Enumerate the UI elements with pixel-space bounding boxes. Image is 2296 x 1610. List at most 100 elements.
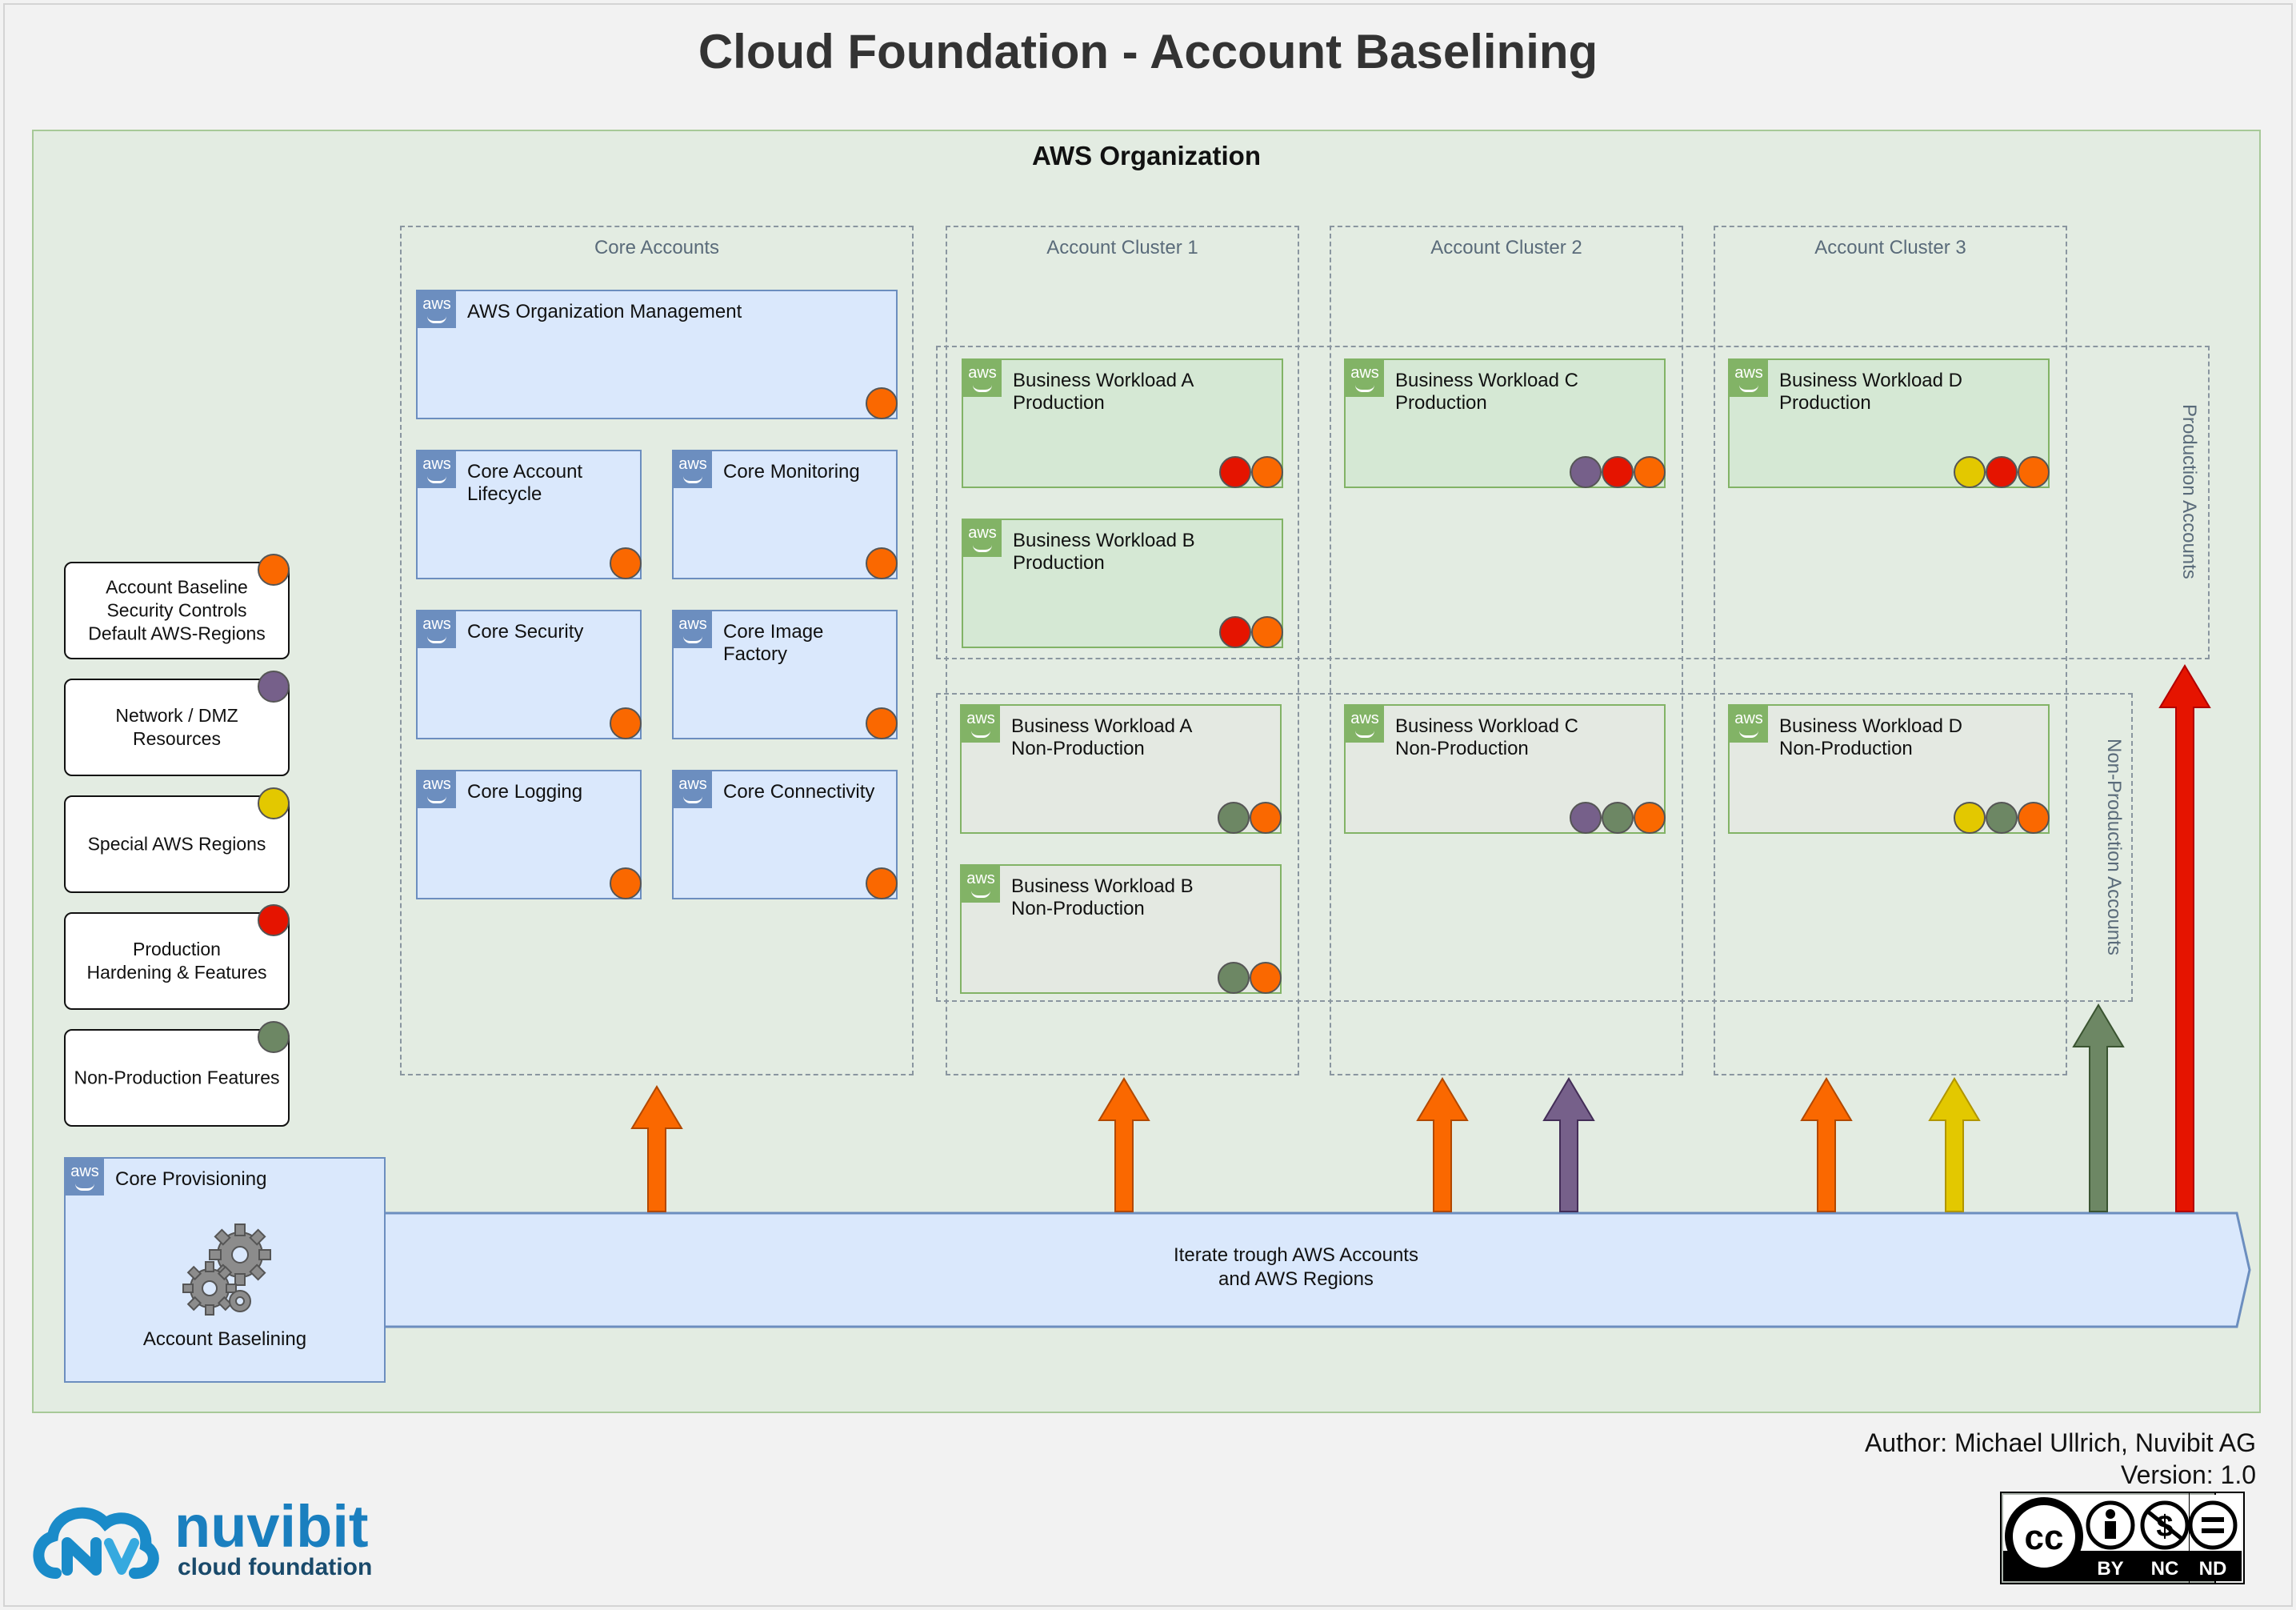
baseline-feature-dot (610, 867, 642, 899)
feature-dots (1954, 802, 2050, 834)
license-nd: ND (2199, 1558, 2227, 1580)
account-core-account-lifecycle[interactable]: aws Core Account Lifecycle (416, 450, 642, 579)
account-cluster-1-label: Account Cluster 1 (1046, 237, 1198, 258)
account-name: Core Logging (467, 781, 583, 803)
account-cluster-3-label: Account Cluster 3 (1814, 237, 1966, 258)
feature-dots (866, 387, 898, 419)
account-name: Business Workload A Non-Production (1011, 715, 1193, 759)
aws-icon: aws (418, 291, 456, 328)
account-name: Core Connectivity (723, 781, 875, 803)
baseline-feature-dot (2018, 802, 2050, 834)
feature-dots (1218, 962, 1282, 994)
feature-dots (1570, 802, 1666, 834)
account-name: Business Workload C Production (1395, 370, 1578, 414)
legend-non-production: Non-Production Features (64, 1021, 290, 1127)
production-feature-dot (1219, 616, 1251, 648)
aws-icon: aws (962, 866, 1000, 903)
feature-dots (1219, 456, 1283, 488)
account-name: Business Workload A Production (1013, 370, 1194, 414)
arrow-baseline-cluster-3 (1800, 1077, 1853, 1212)
nonproduction-feature-dot (1218, 802, 1250, 834)
cc-by-nc-nd-badge: cc $ BY NC (2000, 1492, 2216, 1584)
account-business-workload-a-production[interactable]: aws Business Workload A Production (962, 358, 1283, 488)
production-feature-dot (1219, 456, 1251, 488)
baseline-feature-dot (610, 547, 642, 579)
feature-dots (1954, 456, 2050, 488)
baseline-feature-dot (1251, 616, 1283, 648)
arrow-baseline-cluster-2 (1416, 1077, 1469, 1212)
aws-icon: aws (674, 611, 712, 648)
arrow-baseline-cluster-1 (1098, 1077, 1150, 1212)
aws-icon: aws (962, 706, 1000, 743)
account-business-workload-d-non-production[interactable]: aws Business Workload D Non-Production (1728, 704, 2050, 834)
arrow-non-production (2072, 1003, 2125, 1212)
account-aws-organization-management[interactable]: aws AWS Organization Management (416, 290, 898, 419)
legend-network: Network / DMZ Resources (64, 671, 290, 776)
account-name: Core Image Factory (723, 621, 824, 665)
account-business-workload-c-production[interactable]: aws Business Workload C Production (1344, 358, 1666, 488)
aws-icon: aws (418, 611, 456, 648)
arrow-baseline-core (630, 1085, 683, 1212)
feature-dots (1218, 802, 1282, 834)
legend-dot (258, 787, 290, 819)
arrow-production (2158, 664, 2211, 1212)
account-business-workload-c-non-production[interactable]: aws Business Workload C Non-Production (1344, 704, 1666, 834)
account-core-security[interactable]: aws Core Security (416, 610, 642, 739)
account-core-monitoring[interactable]: aws Core Monitoring (672, 450, 898, 579)
production-feature-dot (1986, 456, 2018, 488)
page-title: Cloud Foundation - Account Baselining (698, 25, 1598, 78)
account-core-provisioning[interactable]: aws Core Provisioning Account Baselining (64, 1157, 386, 1383)
feature-dots (610, 707, 642, 739)
feature-dots (866, 707, 898, 739)
account-business-workload-b-production[interactable]: aws Business Workload B Production (962, 519, 1283, 648)
baseline-feature-dot (866, 387, 898, 419)
feature-dots (866, 547, 898, 579)
core-accounts-label: Core Accounts (594, 237, 720, 258)
cc-mark: cc (2025, 1518, 2064, 1557)
legend-baseline: Account Baseline Security Controls Defau… (64, 554, 290, 659)
aws-icon: aws (674, 771, 712, 808)
arrow-network-cluster-2 (1542, 1077, 1595, 1212)
account-business-workload-a-non-production[interactable]: aws Business Workload A Non-Production (960, 704, 1282, 834)
feature-dots (866, 867, 898, 899)
production-accounts-group: Production Accounts (936, 346, 2210, 659)
aws-icon: aws (1346, 360, 1384, 397)
account-business-workload-d-production[interactable]: aws Business Workload D Production (1728, 358, 2050, 488)
regions-feature-dot (1954, 456, 1986, 488)
account-name: AWS Organization Management (467, 301, 742, 322)
account-core-logging[interactable]: aws Core Logging (416, 770, 642, 899)
account-name: Core Provisioning (115, 1168, 267, 1190)
legend-dot (258, 671, 290, 703)
nuvibit-logo-icon (33, 1507, 159, 1579)
legend-label: Non-Production Features (74, 1067, 280, 1088)
account-core-connectivity[interactable]: aws Core Connectivity (672, 770, 898, 899)
aws-icon: aws (66, 1159, 104, 1195)
non-production-accounts-group: Non-Production Accounts (936, 693, 2133, 1002)
regions-feature-dot (1954, 802, 1986, 834)
account-core-image-factory[interactable]: aws Core Image Factory (672, 610, 898, 739)
legend-production: Production Hardening & Features (64, 904, 290, 1010)
aws-icon: aws (418, 771, 456, 808)
production-accounts-label: Production Accounts (2178, 403, 2200, 579)
feature-dots (610, 867, 642, 899)
account-business-workload-b-non-production[interactable]: aws Business Workload B Non-Production (960, 864, 1282, 994)
author-info: Author: Michael Ullrich, Nuvibit AG Vers… (1865, 1427, 2256, 1491)
account-cluster-2-label: Account Cluster 2 (1430, 237, 1582, 258)
aws-icon: aws (963, 360, 1002, 397)
account-cluster-1-group: Account Cluster 1 (946, 226, 1299, 1075)
network-feature-dot (1570, 802, 1602, 834)
baseline-feature-dot (1251, 456, 1283, 488)
baseline-feature-dot (1250, 962, 1282, 994)
aws-icon: aws (1346, 706, 1384, 743)
author-line: Author: Michael Ullrich, Nuvibit AG (1864, 1428, 2256, 1457)
baseline-feature-dot (1634, 456, 1666, 488)
baseline-feature-dot (866, 707, 898, 739)
legend-dot (258, 904, 290, 936)
page-frame (3, 3, 2293, 1607)
feature-dots (610, 547, 642, 579)
legend-label: Account Baseline Security Controls Defau… (88, 576, 266, 644)
nonproduction-feature-dot (1602, 802, 1634, 834)
account-cluster-3-group: Account Cluster 3 (1714, 226, 2067, 1075)
account-cluster-2-group: Account Cluster 2 (1330, 226, 1683, 1075)
legend-label: Special AWS Regions (87, 833, 266, 855)
